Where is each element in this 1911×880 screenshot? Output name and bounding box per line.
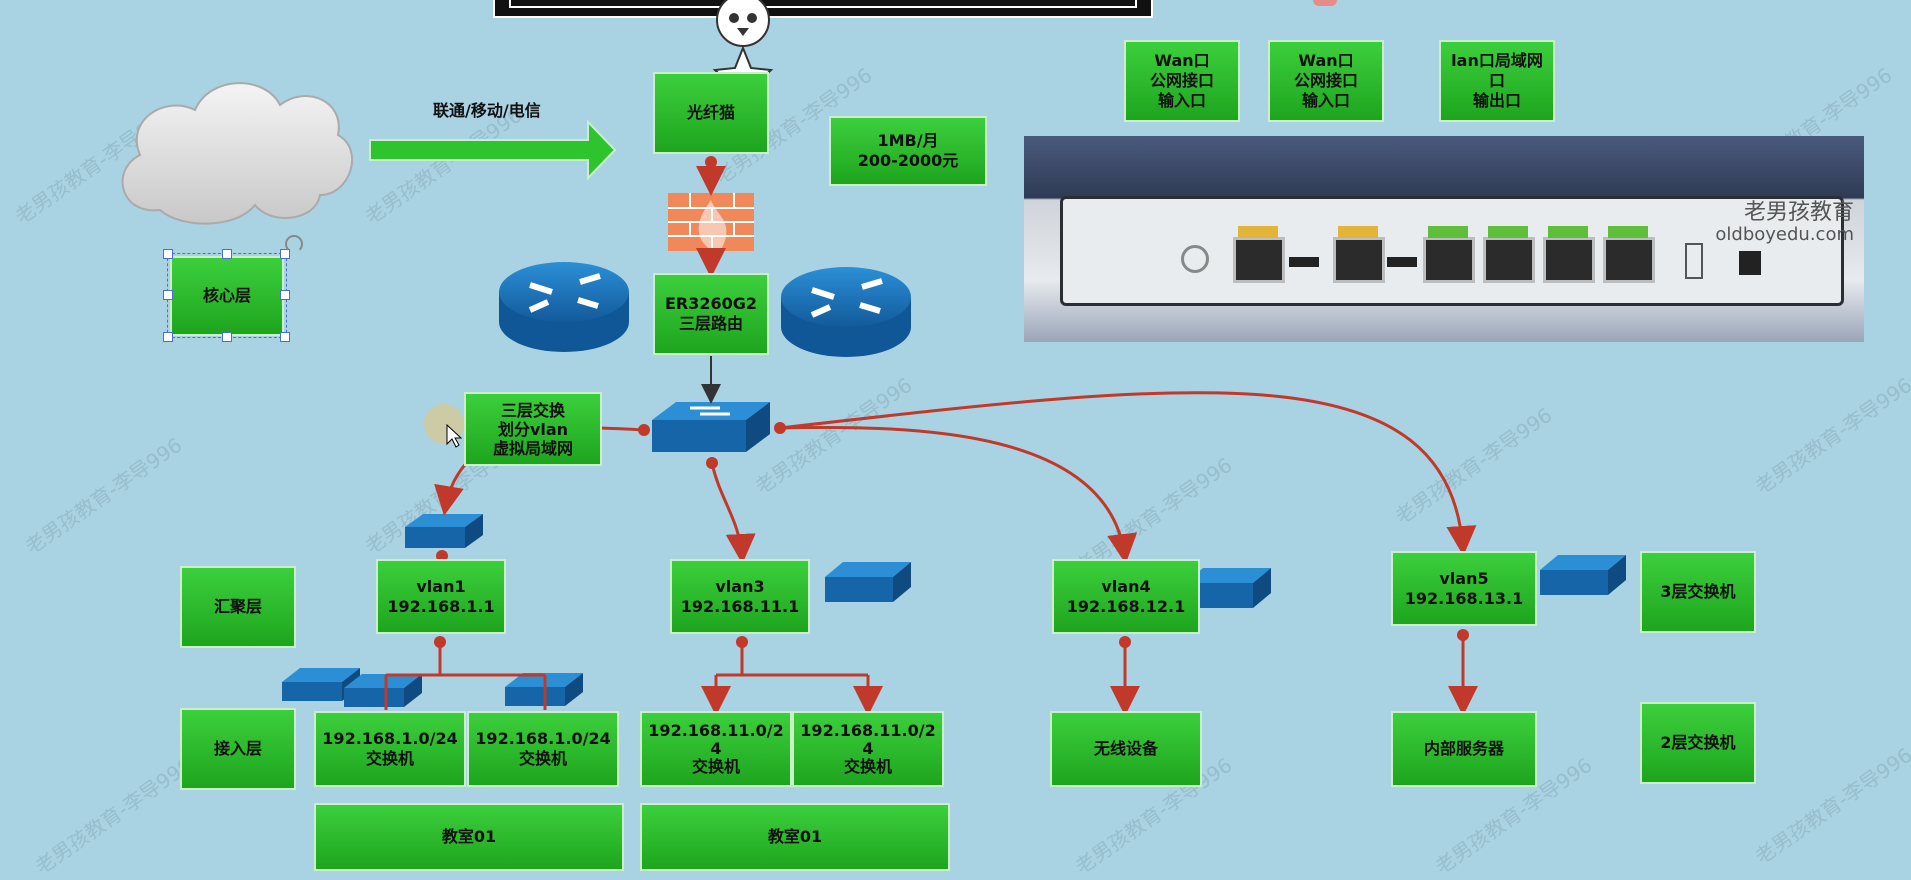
- subnet-type: 交换机: [843, 757, 892, 776]
- vlan-ip: 192.168.12.1: [1066, 596, 1186, 616]
- vlan1-box[interactable]: vlan1 192.168.1.1: [376, 559, 506, 634]
- resize-handle[interactable]: [163, 249, 173, 259]
- vlan-ip: 192.168.1.1: [387, 596, 495, 616]
- resize-handle[interactable]: [163, 290, 173, 300]
- wireless-device-box[interactable]: 无线设备: [1050, 711, 1202, 787]
- bandwidth-price-box[interactable]: 1MB/月 200-2000元: [829, 116, 987, 186]
- wan-port-box[interactable]: Wan口 公网接口 输入口: [1124, 40, 1240, 122]
- wireless-label: 无线设备: [1093, 739, 1158, 758]
- wan-port-box[interactable]: Wan口 公网接口 输入口: [1268, 40, 1384, 122]
- lan-port-box[interactable]: lan口局域网 口 输出口: [1439, 40, 1555, 122]
- l2-switch-label: 2层交换机: [1660, 733, 1736, 752]
- router-icon: [499, 262, 629, 352]
- resize-handle[interactable]: [280, 332, 290, 342]
- core-switch-icon: [652, 402, 770, 452]
- subnet-ip: 4: [710, 739, 722, 758]
- wan-label: Wan口: [1298, 51, 1354, 70]
- aggregation-layer-box[interactable]: 汇聚层: [180, 566, 296, 648]
- access-layer-box[interactable]: 接入层: [180, 708, 296, 790]
- rotate-handle-icon[interactable]: [285, 235, 303, 253]
- router-desc: 三层路由: [678, 314, 743, 333]
- subnet-ip: 192.168.1.0/24: [322, 729, 458, 748]
- wan-label: 输入口: [1301, 91, 1350, 110]
- vlan-ip: 192.168.13.1: [1404, 588, 1524, 608]
- subnet-box[interactable]: 192.168.11.0/2 4 交换机: [640, 711, 792, 787]
- router-model: ER3260G2: [664, 294, 758, 313]
- vlan-name: vlan4: [1101, 576, 1151, 596]
- subnet-ip: 192.168.11.0/2: [648, 721, 784, 740]
- firewall-icon: [668, 193, 754, 251]
- wan-label: 输入口: [1157, 91, 1206, 110]
- subnet-ip: 4: [862, 739, 874, 758]
- lan-label: 口: [1488, 71, 1505, 90]
- subnet-box[interactable]: 192.168.1.0/24 交换机: [314, 711, 466, 787]
- wan-label: Wan口: [1154, 51, 1210, 70]
- vlan-name: vlan5: [1439, 568, 1489, 588]
- router-icon: [781, 267, 911, 357]
- photo-brand-url: oldboyedu.com: [1715, 224, 1854, 245]
- vlan3-box[interactable]: vlan3 192.168.11.1: [670, 559, 810, 634]
- l3-switch-note-box[interactable]: 三层交换 划分vlan 虚拟局域网: [464, 392, 602, 466]
- subnet-ip: 192.168.11.0/2: [800, 721, 936, 740]
- wan-label: 公网接口: [1293, 71, 1358, 90]
- lan-label: 输出口: [1472, 91, 1521, 110]
- classroom-box[interactable]: 教室01: [640, 803, 950, 871]
- optical-modem-box[interactable]: 光纤猫: [653, 72, 769, 154]
- subnet-box[interactable]: 192.168.11.0/2 4 交换机: [792, 711, 944, 787]
- l3-switch-box[interactable]: 3层交换机: [1640, 551, 1756, 633]
- classroom-label: 教室01: [767, 827, 823, 846]
- resize-handle[interactable]: [163, 332, 173, 342]
- vlan4-box[interactable]: vlan4 192.168.12.1: [1052, 559, 1200, 634]
- aggregation-layer-label: 汇聚层: [213, 597, 262, 616]
- cursor-arrow-icon: [446, 424, 462, 448]
- selection-outline: [167, 253, 287, 338]
- penguin-icon: [716, 0, 770, 47]
- l2-switch-box[interactable]: 2层交换机: [1640, 702, 1756, 784]
- subnet-type: 交换机: [691, 757, 740, 776]
- photo-brand: 老男孩教育: [1743, 200, 1854, 225]
- vlan-name: vlan1: [416, 576, 466, 596]
- switch-icon: [1185, 568, 1271, 608]
- resize-handle[interactable]: [280, 249, 290, 259]
- note-line: 虚拟局域网: [492, 438, 573, 458]
- vlan5-box[interactable]: vlan5 192.168.13.1: [1391, 551, 1537, 626]
- subnet-type: 交换机: [365, 749, 414, 768]
- subnet-ip: 192.168.1.0/24: [475, 729, 611, 748]
- top-bar: [493, 0, 1153, 18]
- classroom-box[interactable]: 教室01: [314, 803, 624, 871]
- switch-icon: [282, 668, 360, 701]
- resize-handle[interactable]: [222, 332, 232, 342]
- subnet-box[interactable]: 192.168.1.0/24 交换机: [467, 711, 619, 787]
- bandwidth-label: 1MB/月: [877, 131, 939, 150]
- switch-icon: [344, 674, 422, 707]
- vlan-ip: 192.168.11.1: [680, 596, 800, 616]
- optical-modem-label: 光纤猫: [686, 103, 735, 122]
- classroom-label: 教室01: [441, 827, 497, 846]
- vlan-name: vlan3: [715, 576, 765, 596]
- note-line: 三层交换: [500, 400, 565, 420]
- l3-switch-label: 3层交换机: [1660, 582, 1736, 601]
- router-photo: 老男孩教育 oldboyedu.com: [1024, 136, 1864, 342]
- isp-arrow-icon: [369, 119, 617, 181]
- router-box[interactable]: ER3260G2 三层路由: [653, 273, 769, 355]
- red-dot: [1313, 0, 1337, 6]
- switch-icon: [405, 514, 483, 548]
- lan-label: lan口局域网: [1451, 51, 1543, 70]
- access-layer-label: 接入层: [213, 739, 262, 758]
- resize-handle[interactable]: [280, 290, 290, 300]
- wan-label: 公网接口: [1149, 71, 1214, 90]
- switch-icon: [1540, 555, 1626, 595]
- resize-handle[interactable]: [222, 249, 232, 259]
- internal-server-box[interactable]: 内部服务器: [1391, 711, 1537, 787]
- isp-label: 联通/移动/电信: [433, 101, 541, 120]
- core-layer-label: 核心层: [202, 286, 251, 305]
- note-line: 划分vlan: [497, 419, 569, 439]
- switch-icon: [825, 562, 911, 602]
- price-label: 200-2000元: [857, 151, 959, 170]
- subnet-type: 交换机: [518, 749, 567, 768]
- cloud-icon: [121, 82, 354, 225]
- server-label: 内部服务器: [1423, 739, 1504, 758]
